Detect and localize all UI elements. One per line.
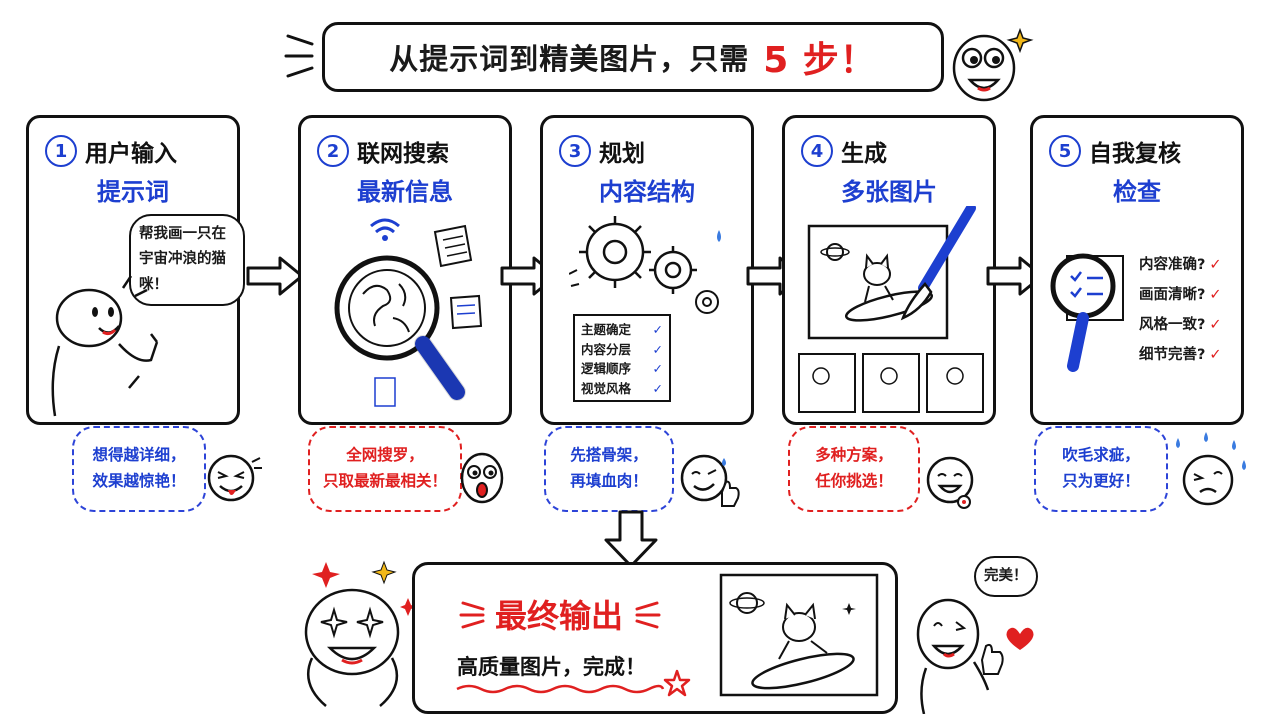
- check-item: 细节完善?✓: [1139, 347, 1222, 363]
- document-icon: [433, 224, 473, 268]
- surprised-face-icon: [460, 452, 504, 504]
- step-5-subtitle: 检查: [1113, 178, 1161, 206]
- user-figure-icon: [51, 275, 159, 417]
- step-4-subtitle: 多张图片: [841, 178, 937, 206]
- checkmark-icon: ✓: [652, 380, 663, 396]
- gear-icon: [649, 246, 697, 294]
- step-4-title: 生成: [841, 141, 887, 167]
- step-5-panel: 5 自我复核 检查 内容准确?✓ 画面清晰?✓ 风格一致?✓ 细节完善?✓: [1030, 115, 1244, 425]
- gear-icon: [695, 290, 719, 314]
- planet-icon: [820, 243, 850, 261]
- checkmark-icon: ✓: [652, 341, 663, 357]
- thumbnail-image: [798, 353, 856, 413]
- step-2-subtitle: 最新信息: [357, 178, 453, 206]
- final-output-title: 最终输出: [495, 597, 624, 635]
- plan-item: 主题确定✓: [581, 320, 663, 340]
- final-image-frame: [719, 573, 879, 697]
- excited-face-icon: [952, 27, 1034, 102]
- gears-illustration: [569, 216, 721, 314]
- step-1-bubble: 想得越详细，效果越惊艳！: [72, 426, 206, 512]
- arrow-down-icon: [604, 510, 658, 568]
- step-2-panel: 2 联网搜索 最新信息: [298, 115, 512, 425]
- final-output-box: 最终输出 高质量图片，完成！: [412, 562, 898, 714]
- checkmark-icon: ✓: [1209, 287, 1222, 303]
- step-1-number: 1: [45, 135, 77, 167]
- accent-lines-icon: [459, 601, 485, 629]
- page-title: 从提示词到精美图片，只需 5 步！: [322, 22, 944, 92]
- search-globe-illustration: [334, 218, 483, 407]
- step-1-subtitle: 提示词: [97, 178, 169, 206]
- cat-surfer-icon: [844, 253, 934, 322]
- heart-icon: [1006, 627, 1034, 650]
- plan-item: 内容分层✓: [581, 340, 663, 360]
- wifi-icon: [370, 218, 400, 241]
- step-5-bubble: 吹毛求疵，只为更好！: [1034, 426, 1168, 512]
- accent-lines-icon: [635, 601, 661, 629]
- step-3-title: 规划: [599, 141, 645, 167]
- step-3-number: 3: [559, 135, 591, 167]
- step-3-subtitle: 内容结构: [599, 178, 695, 206]
- checkmark-icon: ✓: [652, 361, 663, 376]
- step-4-number: 4: [801, 135, 833, 167]
- planet-icon: [729, 592, 765, 614]
- checkmark-icon: ✓: [652, 322, 663, 337]
- check-item: 画面清晰?✓: [1139, 287, 1222, 303]
- checkmark-icon: ✓: [1209, 257, 1222, 273]
- generated-images-illustration: [798, 206, 984, 413]
- step-2-number: 2: [317, 135, 349, 167]
- checkmark-icon: ✓: [1209, 317, 1222, 333]
- step-5-title: 自我复核: [1089, 141, 1181, 167]
- plan-checklist: 主题确定✓ 内容分层✓ 逻辑顺序✓ 视觉风格✓: [573, 314, 671, 402]
- thumbnail-image: [926, 353, 984, 413]
- sweating-face-icon: [1176, 432, 1246, 506]
- cat-surfer-icon: [751, 602, 855, 690]
- star-icon: [663, 669, 691, 697]
- plan-item: 视觉风格✓: [581, 379, 663, 399]
- step-2-title: 联网搜索: [357, 141, 449, 167]
- happy-thumbs-up-figure-icon: [916, 598, 1034, 714]
- step-1-speech-bubble: 帮我画一只在宇宙冲浪的猫咪！: [129, 214, 245, 307]
- title-main: 从提示词到精美图片，只需: [389, 42, 750, 76]
- paintbrush-icon: [900, 206, 976, 321]
- final-speech-bubble: 完美！: [974, 556, 1038, 598]
- step-1-title: 用户输入: [85, 141, 177, 167]
- starry-eyed-face-icon: [304, 560, 416, 707]
- pointing-face-icon: [926, 456, 974, 509]
- title-sparkle-lines-icon: [284, 34, 314, 78]
- step-3-panel: 3 规划 内容结构 主题确定✓ 内容分层✓ 逻辑顺序✓ 视觉风格✓: [540, 115, 754, 425]
- step-5-number: 5: [1049, 135, 1081, 167]
- final-output-subtitle: 高质量图片，完成！: [457, 655, 646, 679]
- step-4-panel: 4 生成 多张图片: [782, 115, 996, 425]
- check-item: 风格一致?✓: [1139, 317, 1222, 333]
- arrow-right-icon: [246, 256, 304, 296]
- wavy-underline-icon: [456, 684, 665, 694]
- magnifier-checklist-icon: [1050, 253, 1124, 372]
- step-4-bubble: 多种方案，任你挑选！: [788, 426, 920, 512]
- plan-item: 逻辑顺序✓: [581, 359, 663, 379]
- document-icon: [449, 294, 483, 330]
- tongue-face-icon: [207, 454, 262, 502]
- step-1-panel: 1 用户输入 提示词 帮我画一只在宇宙冲浪的猫咪！: [26, 115, 245, 425]
- check-item: 内容准确?✓: [1139, 257, 1222, 273]
- review-checklist: 内容准确?✓ 画面清晰?✓ 风格一致?✓ 细节完善?✓: [1139, 250, 1222, 370]
- step-2-bubble: 全网搜罗，只取最新最相关！: [308, 426, 462, 512]
- gear-icon: [579, 216, 651, 288]
- clipboard-icon: [374, 377, 396, 407]
- step-3-bubble: 先搭骨架，再填血肉！: [544, 426, 674, 512]
- checkmark-icon: ✓: [1209, 347, 1222, 363]
- thumbs-up-face-icon: [680, 454, 740, 507]
- thumbnail-image: [862, 353, 920, 413]
- title-accent: 5 步！: [763, 40, 877, 81]
